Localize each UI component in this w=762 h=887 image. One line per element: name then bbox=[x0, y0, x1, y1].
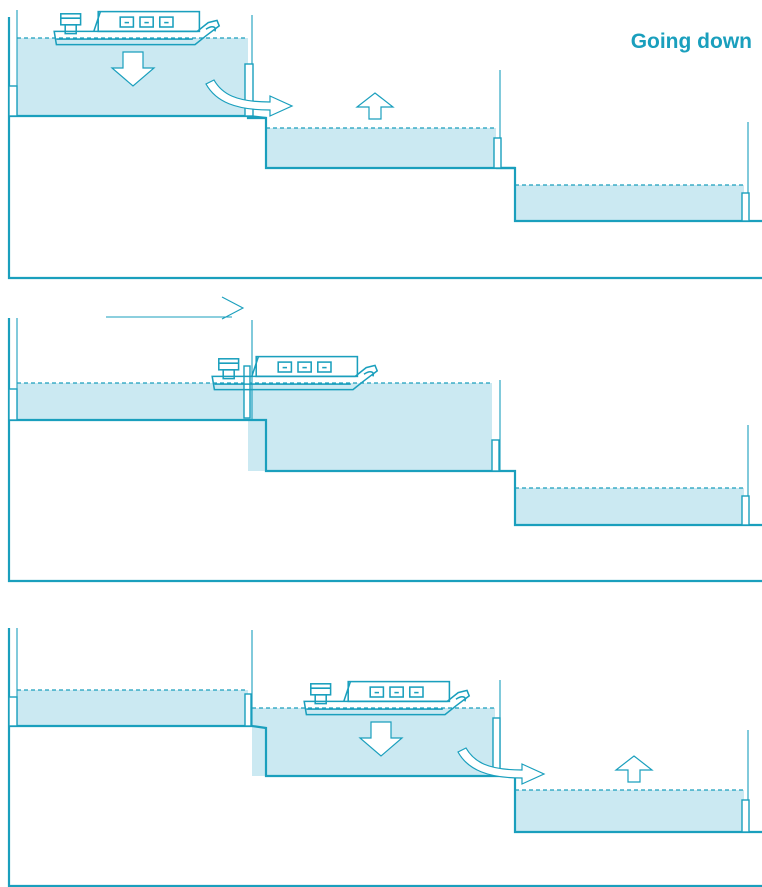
panel-3 bbox=[7, 628, 762, 887]
diagram-title: Going down bbox=[630, 30, 752, 53]
panel-1 bbox=[7, 10, 762, 280]
lock-gate-4 bbox=[741, 192, 750, 222]
lock-gate-2 bbox=[243, 365, 251, 419]
chamber-3-water bbox=[515, 185, 744, 221]
lock-gate-1 bbox=[8, 85, 18, 117]
arrow-right-icon bbox=[106, 296, 245, 320]
lock-gate-1 bbox=[8, 696, 18, 727]
lock-gate-3 bbox=[491, 439, 500, 472]
lock-gate-1 bbox=[8, 388, 18, 421]
lock-gate-4 bbox=[741, 495, 750, 526]
panel-2 bbox=[7, 296, 762, 583]
chamber-2-water bbox=[266, 128, 496, 168]
lock-gate-3 bbox=[492, 717, 501, 775]
lock-gate-2 bbox=[244, 63, 254, 117]
chamber-1-water bbox=[17, 690, 248, 726]
chamber-2-water bbox=[248, 383, 492, 471]
lock-gate-4 bbox=[741, 799, 750, 833]
chamber-1-water bbox=[17, 383, 248, 420]
chamber-3-water bbox=[515, 790, 744, 832]
lock-gate-2 bbox=[244, 693, 252, 727]
arrow-up-icon bbox=[356, 92, 394, 120]
chamber-3-water bbox=[515, 488, 744, 525]
arrow-up-icon bbox=[615, 755, 653, 783]
lock-gate-3 bbox=[493, 137, 502, 169]
